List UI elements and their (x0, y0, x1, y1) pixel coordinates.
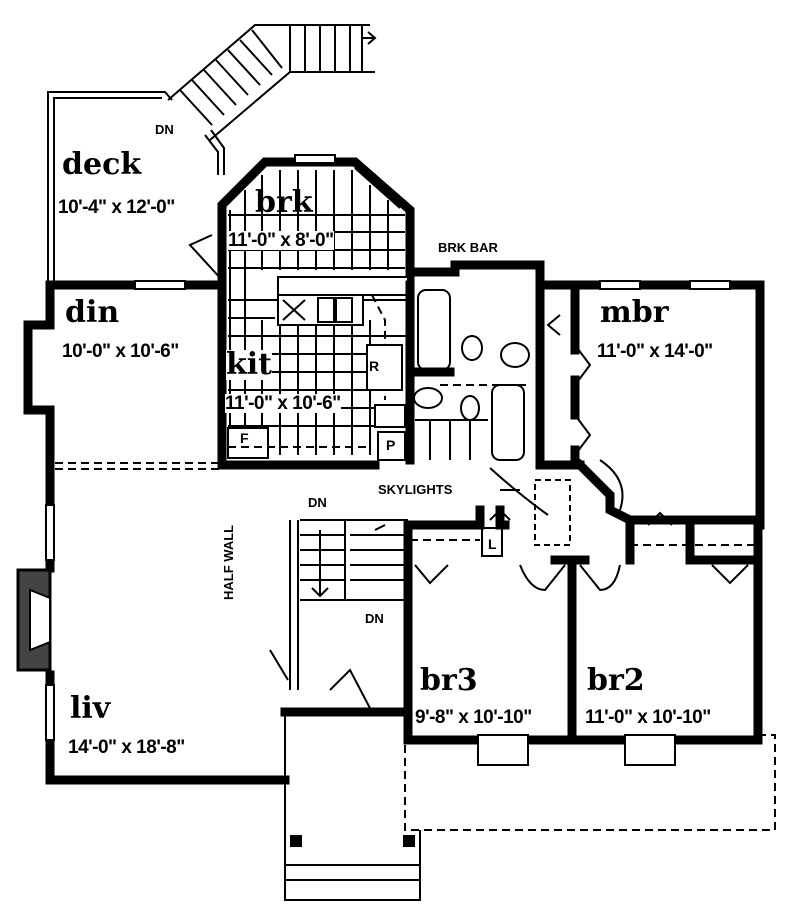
room-size-kit: 11'-0" x 10'-6" (225, 393, 341, 414)
fixture-pantry: P (386, 437, 396, 453)
front-entry-porch (269, 649, 421, 901)
fixture-freezer: F (240, 430, 249, 446)
room-size-deck: 10'-4" x 12'-0" (58, 197, 175, 218)
note-brk-bar: BRK BAR (438, 240, 498, 255)
bedroom-walls (403, 505, 763, 766)
room-name-din: din (65, 295, 120, 330)
room-size-br2: 11'-0" x 10'-10" (585, 707, 711, 728)
note-dn-stair-bottom: DN (365, 611, 384, 626)
center-stairs (289, 519, 408, 690)
room-name-mbr: mbr (600, 295, 669, 330)
note-dn-deck: DN (155, 122, 174, 137)
room-size-din: 10'-0" x 10'-6" (62, 341, 179, 362)
room-size-mbr: 11'-0" x 14'-0" (597, 341, 713, 362)
room-name-liv: liv (70, 691, 111, 726)
skylight-leader (489, 467, 549, 516)
master-bedroom-walls (540, 280, 765, 530)
room-size-liv: 14'-0" x 18'-8" (68, 737, 185, 758)
kitchen-counter (227, 276, 409, 461)
room-size-brk: 11'-0" x 8'-0" (228, 230, 334, 251)
fixture-refrigerator: R (369, 358, 380, 374)
fixture-linen: L (488, 536, 497, 552)
room-name-br2: br2 (587, 663, 645, 698)
note-skylights: SKYLIGHTS (378, 482, 453, 497)
room-name-kit: kit (226, 347, 273, 382)
room-size-br3: 9'-8" x 10'-10" (415, 707, 532, 728)
note-half-wall: HALF WALL (221, 524, 236, 600)
room-name-brk: brk (255, 185, 313, 220)
breakfast-nook-walls (188, 154, 415, 290)
note-dn-stair-top: DN (308, 495, 327, 510)
front-deck-dashed (404, 734, 776, 831)
room-name-deck: deck (62, 147, 142, 182)
skylight-outline (534, 479, 571, 546)
deck-stairs (167, 24, 377, 141)
fireplace (16, 568, 52, 672)
room-name-br3: br3 (420, 663, 478, 698)
bathroom-walls (405, 260, 580, 470)
exterior-walls (23, 280, 380, 785)
